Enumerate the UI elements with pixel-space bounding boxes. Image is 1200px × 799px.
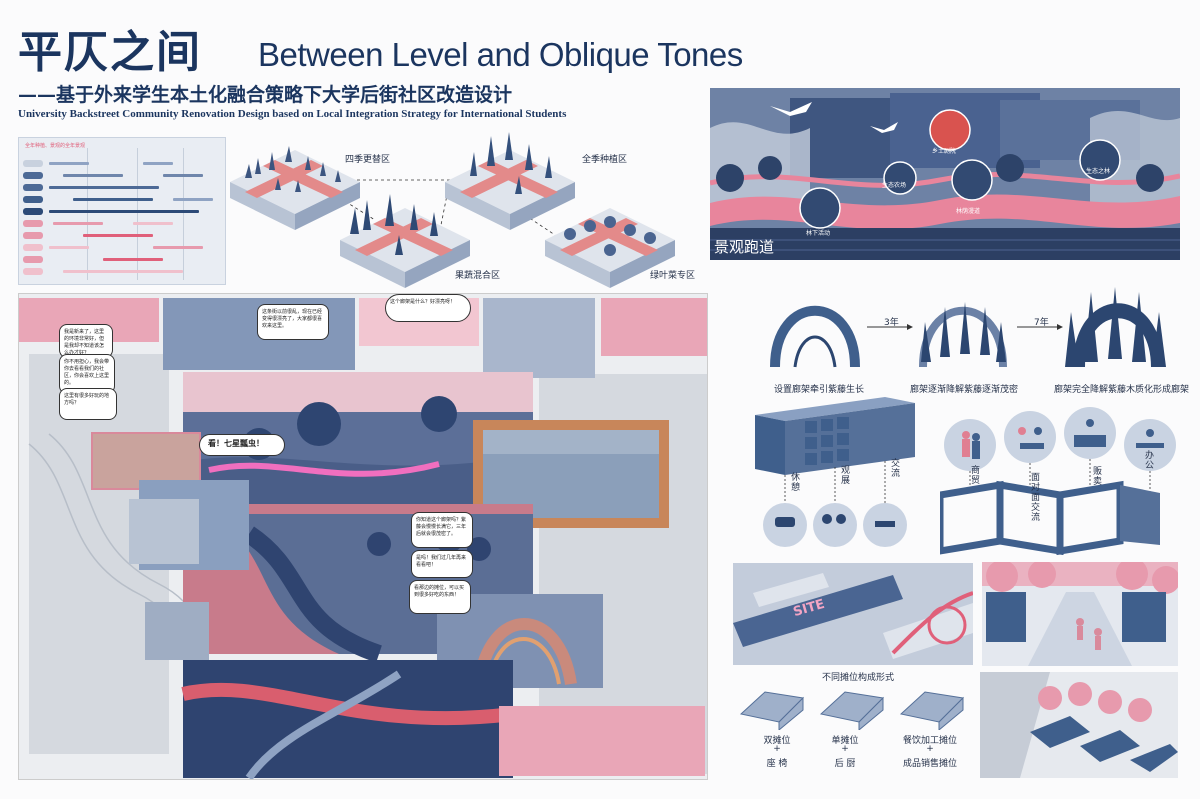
comic-bubble-8: 看那边的摊位，可以买到很多好吃的东西！ [409, 580, 471, 614]
subtitle-en: University Backstreet Community Renovati… [18, 108, 567, 120]
zone-label-3: 果蔬混合区 [455, 271, 501, 281]
stalls-title: 不同摊位构成形式 [822, 673, 895, 683]
subtitle-cn: ——基于外来学生本土化融合策略下大学后街社区改造设计 [18, 84, 513, 106]
furniture-wall-diagram [755, 397, 915, 547]
zone-block-3 [445, 132, 575, 230]
stall-type-2-plus: + [841, 744, 849, 754]
arbor-step-2: 7年 [1034, 318, 1049, 328]
schedule-title: 全年种植、景观的全年景观 [25, 143, 86, 149]
wall-function-3: 交流 [889, 458, 899, 478]
title-cn: 平仄之间 [18, 27, 202, 78]
landscape-node-3: 林荫漫道 [956, 208, 981, 215]
planting-schedule-chart: 全年种植、景观的全年景观 [18, 137, 226, 285]
landscape-track-scene [710, 88, 1180, 260]
stall-type-3-top: 餐饮加工摊位 [902, 736, 957, 746]
zone-block-4 [545, 208, 675, 288]
comic-collage: 我是新来了，这里的环境非常好，但是我却不知道该怎么办才好？ 你不用担心，我会带你… [18, 293, 708, 780]
zone-block-2 [340, 194, 470, 288]
zone-label-1: 四季更替区 [345, 155, 391, 165]
comic-bubble-7: 是吗！我们过几年再来看看吧！ [411, 550, 473, 578]
arbor-growth-diagram [770, 287, 1166, 368]
arbor-caption-1: 设置廊架牵引紫藤生长 [774, 385, 865, 395]
comic-bubble-3: 这里有很多好玩的地方吗？ [59, 388, 117, 420]
stall-perspective-2 [980, 672, 1178, 778]
stall-type-3-plus: + [926, 744, 934, 754]
stall-type-1-plus: + [773, 744, 781, 754]
zone-block-1 [230, 146, 360, 230]
comic-exclaim-bubble: 看！七星瓢虫！ [199, 434, 285, 456]
stall-type-2-bottom: 后 厨 [834, 759, 856, 769]
stall-types-diagram [739, 691, 965, 730]
stall-type-1-top: 双摊位 [763, 736, 791, 746]
comic-bubble-1: 我是新来了，这里的环境非常好，但是我却不知道该怎么办才好？ [59, 324, 113, 358]
stall-type-1-bottom: 座 椅 [766, 759, 788, 769]
wall-function-2: 观展 [839, 465, 849, 485]
arbor-step-1: 3年 [884, 318, 899, 328]
kiosk-function-3: 贩卖 [1091, 466, 1101, 486]
comic-bubble-4: 这条街以前很乱，现在已经变得很漂亮了，大家都很喜欢来这里。 [257, 304, 329, 340]
comic-bubble-5: 这个廊架是什么？好漂亮呀！ [385, 294, 471, 322]
landscape-track-panel: 景观跑道 乡土剧院 生态农场 林荫漫道 生态之林 林下活动 [710, 88, 1180, 260]
title-en: Between Level and Oblique Tones [258, 36, 743, 73]
stall-type-3-bottom: 成品销售摊位 [902, 759, 957, 769]
stall-type-2-top: 单摊位 [831, 736, 859, 746]
wall-function-1: 休憩 [789, 472, 799, 492]
kiosk-function-2: 面对面交流 [1029, 472, 1039, 522]
zone-label-4: 绿叶菜专区 [650, 271, 696, 281]
landscape-node-1: 乡土剧院 [932, 148, 957, 155]
landscape-node-4: 生态之林 [1086, 168, 1111, 175]
arbor-caption-3: 廊架完全降解紫藤木质化形成廊架 [1054, 385, 1190, 395]
landscape-node-2: 生态农场 [882, 182, 907, 189]
kiosk-function-4: 办公 [1143, 450, 1153, 470]
kiosk-diagram [940, 407, 1176, 555]
landscape-node-5: 林下活动 [806, 230, 831, 237]
comic-scene [19, 294, 707, 779]
stall-perspective-1 [982, 562, 1178, 666]
comic-bubble-6: 你知道这个廊架吗？紫藤会慢慢长满它，三年后就会很茂密了。 [411, 512, 473, 548]
site-map: SITE [733, 563, 973, 665]
arbor-caption-2: 廊架逐渐降解紫藤逐渐茂密 [910, 385, 1019, 395]
planting-zones-illustration [230, 132, 675, 288]
zone-label-2: 全季种植区 [582, 155, 628, 165]
kiosk-function-1: 商贸 [969, 465, 979, 485]
landscape-track-title: 景观跑道 [714, 238, 775, 256]
comic-bubble-2: 你不用担心，我会带你去看看我们的社区，你会喜欢上这里的。 [59, 354, 115, 394]
